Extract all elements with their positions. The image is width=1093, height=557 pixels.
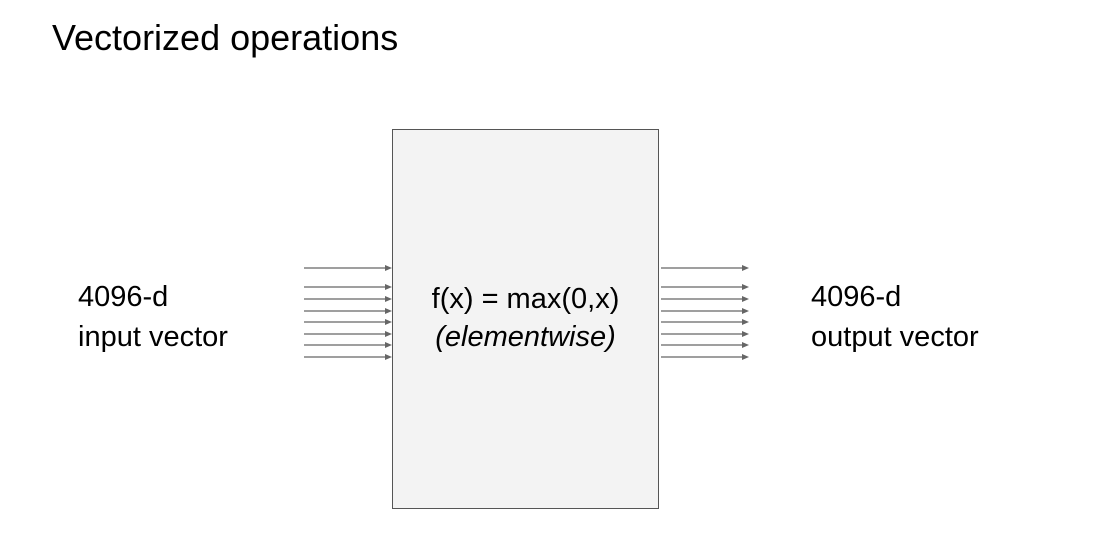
- output-arrow-head: [742, 319, 749, 325]
- input-arrow-6: [304, 331, 392, 337]
- output-arrow-head: [742, 331, 749, 337]
- input-arrow-7: [304, 342, 392, 348]
- function-formula: f(x) = max(0,x): [431, 283, 620, 315]
- output-arrow-head: [742, 354, 749, 360]
- input-arrow-head: [385, 308, 392, 314]
- input-arrow-2: [304, 284, 392, 290]
- input-arrow-3: [304, 296, 392, 302]
- output-description: output vector: [811, 321, 979, 353]
- output-arrow-head: [742, 265, 749, 271]
- output-label: 4096-d output vector: [811, 277, 979, 357]
- input-arrow-head: [385, 296, 392, 302]
- function-note: (elementwise): [435, 321, 616, 353]
- output-arrow-4: [661, 308, 749, 314]
- function-text: f(x) = max(0,x) (elementwise): [393, 280, 658, 356]
- output-arrow-1: [661, 265, 749, 271]
- output-arrow-2: [661, 284, 749, 290]
- slide-title: Vectorized operations: [52, 17, 399, 58]
- input-arrow-head: [385, 319, 392, 325]
- input-label: 4096-d input vector: [78, 277, 228, 357]
- input-arrow-head: [385, 284, 392, 290]
- output-arrow-7: [661, 342, 749, 348]
- input-arrow-5: [304, 319, 392, 325]
- input-arrow-head: [385, 265, 392, 271]
- input-description: input vector: [78, 321, 228, 353]
- input-dimension: 4096-d: [78, 281, 169, 313]
- output-arrow-head: [742, 284, 749, 290]
- output-arrow-8: [661, 354, 749, 360]
- function-box: f(x) = max(0,x) (elementwise): [392, 129, 659, 509]
- output-arrow-head: [742, 308, 749, 314]
- output-arrow-head: [742, 296, 749, 302]
- output-arrow-5: [661, 319, 749, 325]
- output-arrow-head: [742, 342, 749, 348]
- input-arrow-head: [385, 342, 392, 348]
- input-arrow-1: [304, 265, 392, 271]
- output-arrow-3: [661, 296, 749, 302]
- output-arrow-6: [661, 331, 749, 337]
- input-arrow-8: [304, 354, 392, 360]
- input-arrow-head: [385, 354, 392, 360]
- input-arrow-head: [385, 331, 392, 337]
- output-dimension: 4096-d: [811, 281, 902, 313]
- input-arrow-4: [304, 308, 392, 314]
